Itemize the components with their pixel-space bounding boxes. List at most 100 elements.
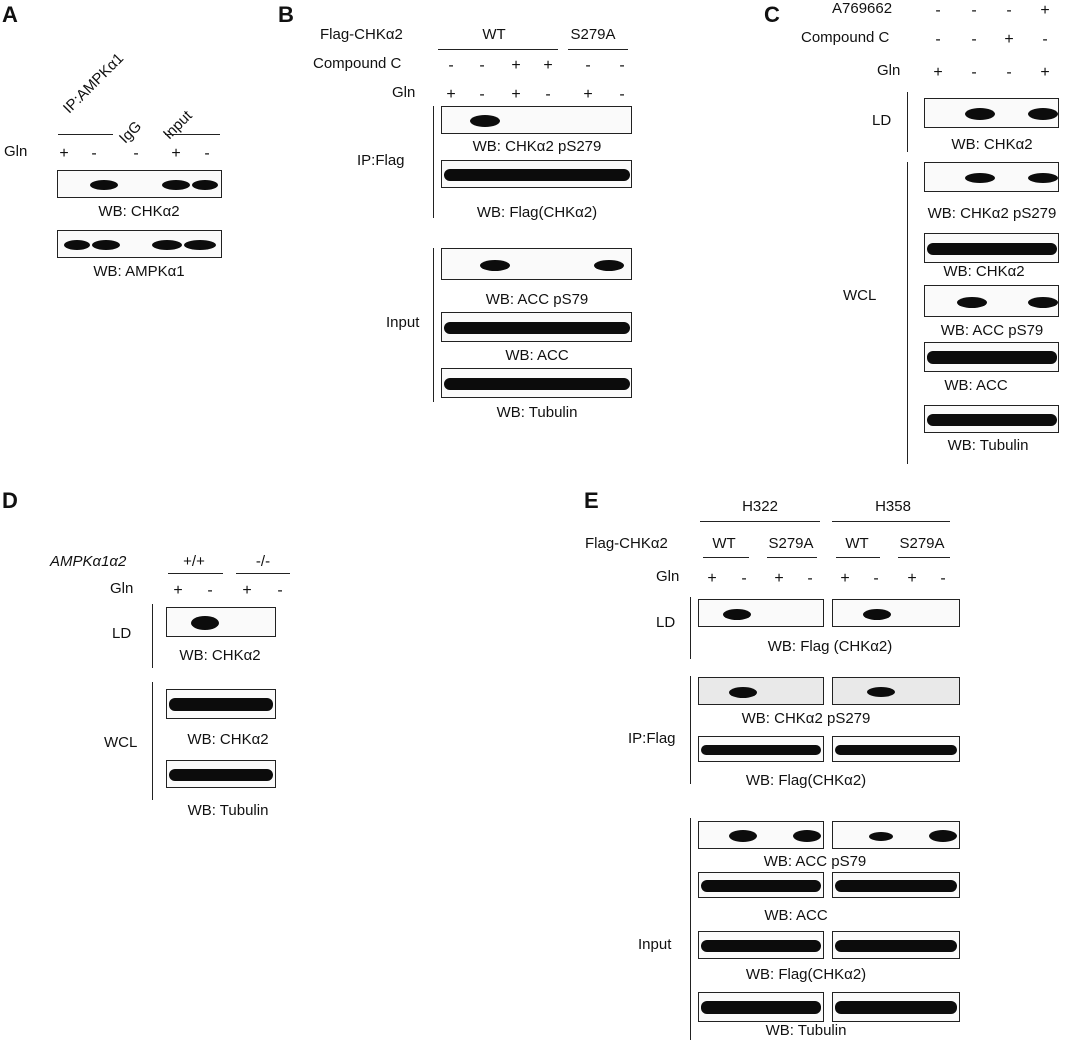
bracket [836, 557, 880, 558]
panel-e-input-label: Input [638, 936, 672, 953]
input-group-line [433, 248, 434, 402]
panel-d-genotype-label: AMPKα1α2 [50, 553, 127, 570]
panel-e-ip-label: IP:Flag [628, 730, 676, 747]
input-group-line [690, 818, 691, 1040]
band [701, 745, 821, 755]
blot-flag-h322 [698, 736, 824, 762]
band [957, 297, 987, 308]
wb-label: WB: AMPKα1 [93, 263, 185, 280]
panel-c-ld-label: LD [872, 112, 892, 129]
gln-sign: + [840, 570, 850, 587]
panel-d-letter: D [2, 488, 18, 513]
ip-group-line [433, 106, 434, 218]
mut-bracket [568, 49, 628, 50]
compound-sign: - [971, 31, 977, 48]
band [92, 240, 120, 250]
blot-tubulin-h358 [832, 992, 960, 1022]
panel-e-wt-label: WT [712, 535, 736, 552]
wb-label: WB: CHKα2 [98, 203, 180, 220]
bracket [703, 557, 749, 558]
blot-flag-chka2 [441, 160, 632, 188]
panel-e-cell-line: H358 [875, 498, 911, 515]
a769-sign: - [971, 2, 977, 19]
band [793, 830, 821, 842]
panel-e-cell-line: H322 [742, 498, 778, 515]
blot-acc-h322 [698, 872, 824, 898]
panel-e-letter: E [584, 488, 599, 513]
gln-sign: + [907, 570, 917, 587]
band [835, 745, 957, 755]
wt-bracket [168, 573, 223, 574]
gln-sign: - [207, 582, 213, 599]
panel-c-wcl-label: WCL [843, 287, 877, 304]
band [444, 378, 630, 390]
panel-d-wcl-label: WCL [104, 734, 138, 751]
compound-sign: - [448, 57, 454, 74]
compound-sign: + [543, 57, 553, 74]
blot-acc-ps79 [441, 248, 632, 280]
wb-label: WB: ACC [505, 347, 569, 364]
blot-tubulin-h322 [698, 992, 824, 1022]
gln-sign: - [91, 145, 97, 162]
blot-acc-h358 [832, 872, 960, 898]
blot-ampka1 [57, 230, 222, 258]
gln-sign: - [133, 145, 139, 162]
wb-label: WB: ACC [764, 907, 828, 924]
band [869, 832, 893, 841]
panel-a-ip-bracket [58, 134, 113, 135]
blot-input-flag-h358 [832, 931, 960, 959]
panel-c-compound-label: Compound C [801, 29, 890, 46]
panel-a-input-label: Input [159, 107, 196, 143]
wb-label: WB: Flag(CHKα2) [745, 966, 867, 983]
gln-sign: - [204, 145, 210, 162]
a769-sign: - [1006, 2, 1012, 19]
blot-acc-ps79 [924, 285, 1059, 317]
ip-group-line [690, 676, 691, 784]
panel-b-flag-label: Flag-CHKα2 [320, 26, 403, 43]
band [835, 1001, 957, 1014]
band [444, 169, 630, 181]
gln-sign: + [707, 570, 717, 587]
gln-sign: + [242, 582, 252, 599]
compound-sign: + [1004, 31, 1014, 48]
panel-b-letter: B [278, 2, 294, 27]
wb-label: WB: Flag (CHKα2) [767, 638, 893, 655]
wb-label: WB: CHKα2 pS279 [741, 710, 871, 727]
band [1028, 173, 1058, 183]
blot-acc [924, 342, 1059, 372]
panel-e-mut-label: S279A [899, 535, 945, 552]
compound-sign: - [585, 57, 591, 74]
band [835, 940, 957, 952]
wb-label: WB: CHKα2 [187, 731, 269, 748]
band [152, 240, 182, 250]
band [927, 351, 1057, 364]
ko-bracket [236, 573, 290, 574]
panel-e-flag-label: Flag-CHKα2 [585, 535, 668, 552]
band [929, 830, 957, 842]
blot-tubulin [924, 405, 1059, 433]
gln-sign: - [807, 570, 813, 587]
panel-c-gln-label: Gln [877, 62, 901, 79]
blot-chka2 [57, 170, 222, 198]
compound-sign: + [511, 57, 521, 74]
band [1028, 108, 1058, 120]
panel-e-ld-label: LD [656, 614, 676, 631]
band [470, 115, 500, 127]
gln-sign: + [511, 86, 521, 103]
gln-sign: - [619, 86, 625, 103]
band [835, 880, 957, 892]
band [927, 243, 1057, 255]
blot-tubulin [441, 368, 632, 398]
wb-label: WB: Tubulin [496, 404, 578, 421]
blot-ld-chka2 [924, 98, 1059, 128]
gln-sign: + [173, 582, 183, 599]
panel-b-compound-label: Compound C [313, 55, 402, 72]
panel-c-a769-label: A769662 [832, 0, 893, 17]
panel-d-ld-label: LD [112, 625, 132, 642]
blot-chka2 [166, 689, 276, 719]
panel-a-input-bracket [165, 134, 220, 135]
wb-label: WB: CHKα2 [943, 263, 1025, 280]
blot-chka2-ps279 [924, 162, 1059, 192]
ld-group-line [907, 92, 908, 152]
band [184, 240, 216, 250]
